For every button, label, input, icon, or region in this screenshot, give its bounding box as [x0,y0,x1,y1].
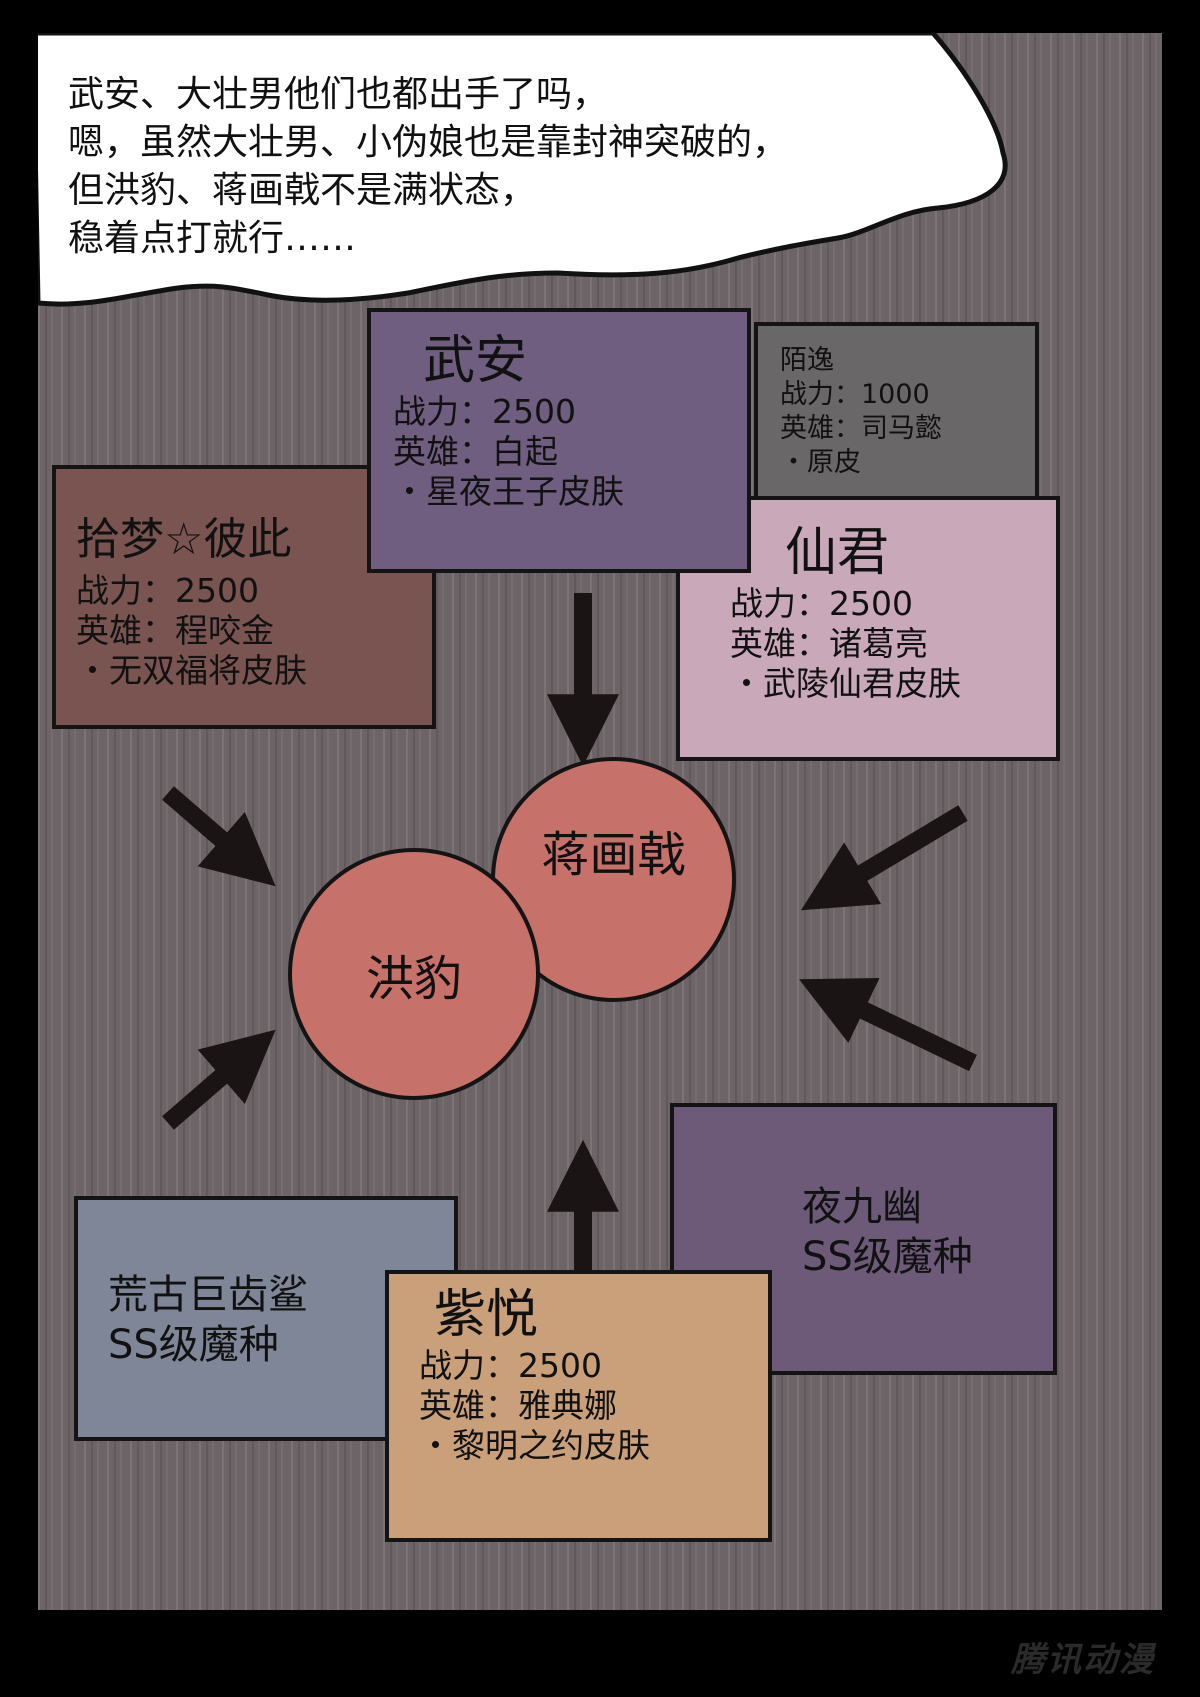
skin: ・星夜王子皮肤 [393,472,624,511]
power: 战力：2500 [730,584,913,623]
box-yejiuyou: 夜九幽 SS级魔种 [670,1103,1057,1375]
box-moyi: 陌逸 战力：1000 英雄：司马懿 ・原皮 [754,322,1039,502]
skin: ・无双福将皮肤 [76,651,307,690]
arrow-icon [162,1029,276,1130]
speech-bubble [38,33,1008,307]
name: 武安 [423,331,528,391]
name: 陌逸 [780,345,834,376]
target-name: 洪豹 [365,951,462,1007]
speech-line: 但洪豹、蒋画戟不是满状态， [68,170,537,211]
comic-panel: 武安、大壮男他们也都出手了吗， 嗯，虽然大壮男、小伪娘也是靠封神突破的， 但洪豹… [38,33,1162,1610]
name: 荒古巨齿鲨 [108,1272,308,1318]
name: 仙君 [785,523,890,583]
arrow-icon [800,805,968,911]
hero: 英雄：程咬金 [76,611,274,650]
arrow-icon [799,978,977,1072]
speech-text: 武安、大壮男他们也都出手了吗， 嗯，虽然大壮男、小伪娘也是靠封神突破的， 但洪豹… [68,71,788,263]
hero: 英雄：雅典娜 [419,1386,617,1425]
target-hong: 洪豹 [288,848,540,1100]
power: 战力：1000 [780,379,930,410]
hero: 英雄：白起 [393,432,558,471]
arrow-icon [162,786,276,887]
power: 战力：2500 [76,571,259,610]
speech-line: 稳着点打就行…… [68,218,357,259]
speech-line: 武安、大壮男他们也都出手了吗， [68,74,609,115]
speech-line: 嗯，虽然大壮男、小伪娘也是靠封神突破的， [68,122,789,163]
name: 拾梦☆彼此 [76,514,292,565]
watermark-logo: 腾讯动漫 [1011,1640,1155,1680]
name: 紫悦 [434,1285,539,1345]
rank: SS级魔种 [108,1322,279,1368]
box-ziyue: 紫悦 战力：2500 英雄：雅典娜 ・黎明之约皮肤 [385,1270,772,1542]
skin: ・黎明之约皮肤 [419,1426,650,1465]
name: 夜九幽 [802,1184,922,1230]
skin: ・武陵仙君皮肤 [730,664,961,703]
skin: ・原皮 [780,447,861,478]
arrows [162,593,977,1298]
power: 战力：2500 [393,392,576,431]
hero: 英雄：诸葛亮 [730,624,928,663]
hero: 英雄：司马懿 [780,413,942,444]
box-wuan: 武安 战力：2500 英雄：白起 ・星夜王子皮肤 [367,308,751,573]
rank: SS级魔种 [802,1234,973,1280]
power: 战力：2500 [419,1346,602,1385]
target-name: 蒋画戟 [541,826,686,883]
